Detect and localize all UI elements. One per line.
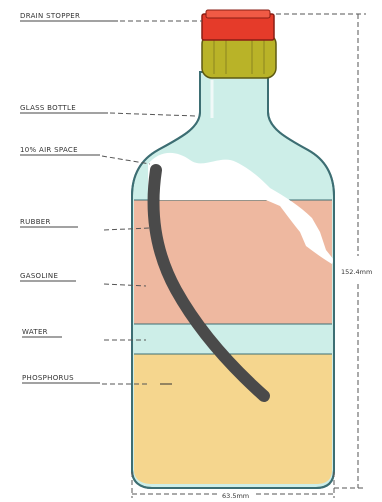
stopper-cap-top [206,10,270,18]
leader-bottle [110,113,196,116]
label-gasoline: GASOLINE [20,272,58,280]
label-water: WATER [22,328,48,336]
label-phosphorus: PHOSPHORUS [22,374,74,382]
leader-air-space [102,156,150,164]
label-rubber: RUBBER [20,218,51,226]
water-layer [134,324,332,354]
label-stopper: DRAIN STOPPER [20,12,80,20]
width-dimension-label: 63.5mm [222,492,249,500]
label-air-space: 10% AIR SPACE [20,146,78,154]
height-dimension-label: 152.4mm [341,268,372,276]
label-bottle: GLASS BOTTLE [20,104,76,112]
